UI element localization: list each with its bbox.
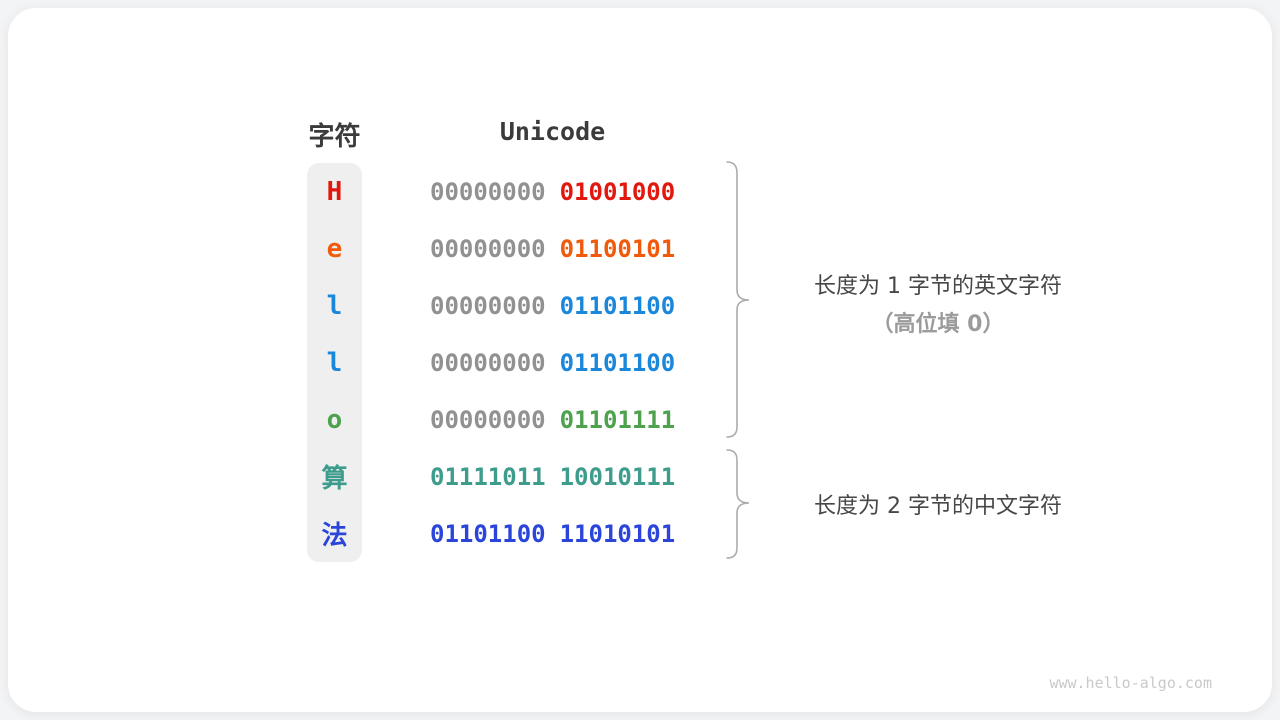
byte-high: 00000000 [430, 234, 546, 263]
byte-high: 00000000 [430, 348, 546, 377]
byte-low: 01101100 [559, 291, 676, 320]
unicode-bits: 01101100 11010101 [430, 505, 675, 562]
byte-low: 01100101 [559, 234, 676, 263]
annotation-english-line1: 长度为 1 字节的英文字符 [814, 274, 1062, 299]
column-header-unicode: Unicode [499, 117, 606, 146]
char-cell: 算 [321, 464, 348, 494]
annotation-english-line2: （高位填 0） [871, 312, 1005, 337]
char-cell: o [326, 404, 343, 435]
unicode-bits: 00000000 01101100 [430, 334, 675, 391]
byte-high: 00000000 [430, 405, 546, 434]
table-row: o 00000000 01101111 [307, 391, 807, 448]
table-row: 算 01111011 10010111 [307, 448, 807, 505]
char-column-background [307, 163, 362, 562]
unicode-bits: 00000000 01101100 [430, 277, 675, 334]
table-row: H 00000000 01001000 [307, 163, 807, 220]
table-row: 法 01101100 11010101 [307, 505, 807, 562]
char-cell: l [326, 290, 343, 321]
column-header-char: 字符 [308, 122, 361, 152]
unicode-bits: 00000000 01100101 [430, 220, 675, 277]
char-cell: H [326, 176, 343, 207]
byte-high: 01111011 [430, 462, 546, 491]
table-row: l 00000000 01101100 [307, 277, 807, 334]
char-cell: l [326, 347, 343, 378]
diagram-card: 字符 Unicode H 00000000 01001000 e 00000000… [8, 8, 1272, 712]
byte-high: 01101100 [430, 519, 546, 548]
byte-low: 01101111 [559, 405, 676, 434]
byte-low: 01001000 [559, 177, 676, 206]
byte-low: 11010101 [559, 519, 676, 548]
unicode-bits: 00000000 01101111 [430, 391, 675, 448]
unicode-bits: 00000000 01001000 [430, 163, 675, 220]
byte-high: 00000000 [430, 177, 546, 206]
encoding-table-rows: H 00000000 01001000 e 00000000 01100101 l … [307, 163, 807, 562]
table-row: e 00000000 01100101 [307, 220, 807, 277]
unicode-bits: 01111011 10010111 [430, 448, 675, 505]
watermark-url: www.hello-algo.com [1049, 674, 1212, 692]
char-cell: e [326, 233, 343, 264]
char-cell: 法 [321, 521, 348, 551]
annotation-chinese-line1: 长度为 2 字节的中文字符 [814, 494, 1062, 519]
byte-high: 00000000 [430, 291, 546, 320]
table-row: l 00000000 01101100 [307, 334, 807, 391]
byte-low: 01101100 [559, 348, 676, 377]
byte-low: 10010111 [559, 462, 676, 491]
